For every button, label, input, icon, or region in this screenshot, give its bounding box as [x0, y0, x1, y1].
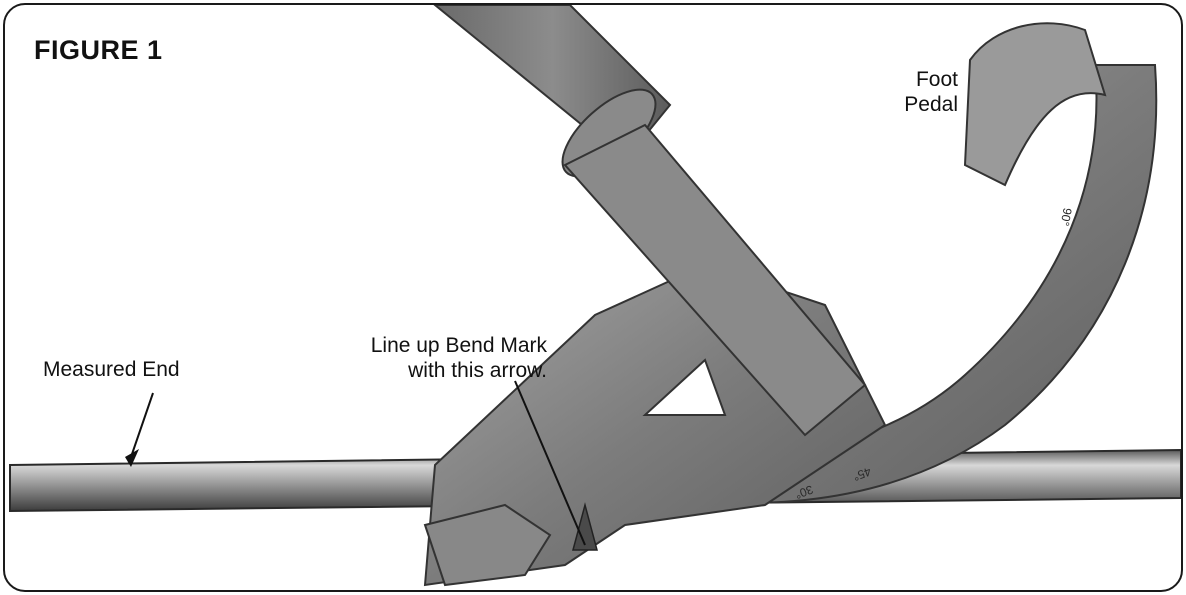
bend-mark-label-line2: with this arrow.	[408, 359, 547, 382]
measured-end-label: Measured End	[43, 358, 180, 381]
foot-pedal-label-line1: Foot	[915, 68, 958, 91]
foot-pedal-label: Foot Pedal	[873, 67, 958, 117]
bend-mark-label: Line up Bend Mark with this arrow.	[307, 333, 547, 383]
measured-end-arrow	[125, 392, 154, 467]
figure-title: FIGURE 1	[34, 35, 163, 65]
conduit-bender-photo	[9, 5, 1181, 587]
bender-head	[423, 22, 1158, 587]
figure-frame: FIGURE 1 Measured End Line up Bend Mark …	[3, 3, 1183, 592]
bend-mark-leader	[514, 380, 586, 546]
bend-mark-label-line1: Line up Bend Mark	[370, 334, 547, 357]
foot-pedal-label-line2: Pedal	[904, 93, 958, 116]
